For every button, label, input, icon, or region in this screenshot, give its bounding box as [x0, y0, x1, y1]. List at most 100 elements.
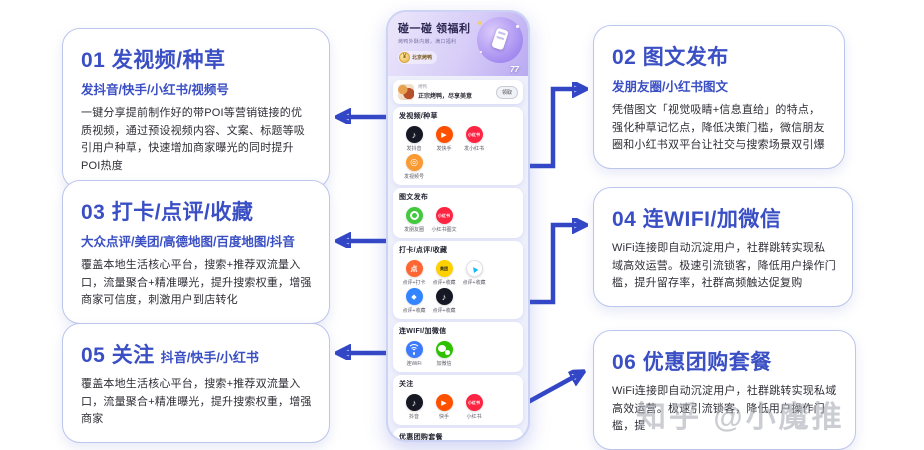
phone-section-title: 图文发布: [399, 194, 429, 201]
nfc-tap-illustration: [477, 17, 523, 63]
claim-button[interactable]: 领取: [495, 85, 518, 99]
app-item-wechat[interactable]: 加微信: [429, 341, 459, 367]
app-grid: 连WiFi 加微信: [399, 339, 517, 367]
app-item-label: 抖音: [408, 414, 419, 420]
promo-description: 正宗烤鸭，尽享美意: [418, 94, 473, 100]
callout-body: WiFi连接即自动沉淀用户，社群跳转实现私域高效运营。极速引流锁客，降低用户操作…: [612, 242, 836, 290]
promo-card[interactable]: 烤鸭 正宗烤鸭，尽享美意 领取: [393, 80, 523, 104]
app-item-label: 点评+打卡: [402, 280, 426, 286]
callout-04-wifi-wechat: 04 连WIFI/加微信 WiFi连接即自动沉淀用户，社群跳转实现私域高效运营。…: [593, 187, 853, 307]
app-item-dianping[interactable]: 点点评+打卡: [399, 260, 429, 286]
phone-header-subtitle: 烤鸭外酥内嫩，满口福利: [398, 39, 457, 45]
reward-badge[interactable]: ¥ 北京烤鸭: [398, 50, 438, 64]
callout-body: 一键分享提前制作好的带POI等营销链接的优质视频，通过预设视频内容、文案、标题等…: [81, 107, 305, 172]
callout-title: 04 连WIFI/加微信: [612, 203, 836, 233]
callout-body: WiFi连接即自动沉淀用户，社群跳转实现私域高效运营。极速引流锁客，降低用户操作…: [612, 385, 837, 433]
app-item-label: 发朋友圈: [403, 227, 424, 233]
phone-section-2: 图文发布发朋友圈小红书小红书图文: [393, 188, 523, 238]
gaode-icon: ▲: [465, 260, 483, 277]
app-item-label: 发快手: [436, 146, 452, 152]
phone-sections: 发视频/种草♪发抖音▶发快手小红书发小红书◎发视频号图文发布发朋友圈小红书小红书…: [388, 104, 528, 441]
callout-number: 05: [81, 344, 106, 367]
phone-mockup: 碰一碰 领福利 烤鸭外酥内嫩，满口福利 ¥ 北京烤鸭 77 烤鸭 正宗烤鸭，尽享…: [386, 10, 530, 442]
phone-header: 碰一碰 领福利 烤鸭外酥内嫩，满口福利 ¥ 北京烤鸭 77: [388, 12, 528, 76]
gold-coin-icon: ¥: [399, 51, 410, 63]
xiaohongshu-icon: 小红书: [435, 207, 453, 224]
app-item-label: 点评+收藏: [402, 308, 426, 314]
phone-section-title: 连WIFI/加微信: [399, 328, 447, 335]
wechat-bubbles-glyph: [438, 344, 450, 355]
app-item-kuaishou[interactable]: ▶发快手: [429, 126, 459, 152]
reward-badge-label: 北京烤鸭: [412, 54, 433, 61]
app-item-label: 发抖音: [406, 146, 422, 152]
callout-06-group-deal: 06 优惠团购套餐 WiFi连接即自动沉淀用户，社群跳转实现私域高效运营。极速引…: [593, 330, 856, 450]
phone-section-4: 连WIFI/加微信连WiFi 加微信: [393, 322, 523, 372]
phone-section-3: 打卡/点评/收藏点点评+打卡美团点评+收藏▲点评+收藏◆点评+收藏♪点评+收藏: [393, 241, 523, 319]
paper-plane-glyph: ▲: [467, 261, 481, 276]
shipinhao-icon: ◎: [405, 154, 423, 171]
callout-02-image-text-publish: 02 图文发布 发朋友圈/小红书图文 凭借图文「视觉吸睛+信息直给」的特点，强化…: [593, 25, 845, 169]
promo-tag: 烤鸭: [418, 84, 427, 89]
dianping-icon: 点: [405, 260, 423, 277]
app-item-label: 小红书: [466, 414, 482, 420]
app-item-label: 点评+收藏: [462, 280, 486, 286]
callout-01-video-seeding: 01 发视频/种草 发抖音/快手/小红书/视频号 一键分享提前制作好的带POI等…: [62, 28, 330, 190]
wifi-waves-glyph: [408, 344, 420, 355]
app-grid: 发朋友圈小红书小红书图文: [399, 205, 517, 233]
meituan-icon: 美团: [435, 260, 453, 277]
app-grid: 点点评+打卡美团点评+收藏▲点评+收藏◆点评+收藏♪点评+收藏: [399, 258, 517, 314]
callout-number: 03: [81, 201, 106, 224]
callout-title-text: 打卡/点评/收藏: [111, 201, 254, 224]
callout-title-text: 关注: [111, 344, 155, 367]
callout-subtitle: 大众点评/美团/高德地图/百度地图/抖音: [81, 235, 295, 249]
app-item-douyin[interactable]: ♪ 抖音: [399, 394, 429, 420]
app-item-label: 加微信: [436, 361, 452, 367]
phone-section-title: 优惠团购套餐: [399, 434, 443, 441]
app-item-wifi[interactable]: 连WiFi: [399, 341, 429, 367]
app-item-label: 小红书图文: [431, 227, 457, 233]
app-item-gaode[interactable]: ▲ 点评+收藏: [459, 260, 489, 286]
kuaishou-icon: ▶: [435, 394, 453, 411]
phone-section-1: 发视频/种草 ♪ 发抖音 ▶发快手小红书发小红书 ◎发视频号: [393, 107, 523, 185]
callout-title: 05 关注抖音/快手/小红书: [81, 339, 313, 369]
callout-title-text: 优惠团购套餐: [642, 351, 772, 374]
phone-section-5: 关注 ♪ 抖音 ▶快手小红书小红书: [393, 375, 523, 425]
callout-number: 04: [612, 208, 637, 231]
phone-section-title: 关注: [399, 381, 414, 388]
callout-number: 02: [612, 46, 637, 69]
app-item-label: 发小红书: [463, 146, 484, 152]
phone-section-title: 发视频/种草: [399, 113, 438, 120]
callout-05-follow: 05 关注抖音/快手/小红书 覆盖本地生活核心平台，搜索+推荐双流量入口，流量聚…: [62, 323, 330, 443]
callout-subtitle-inline: 抖音/快手/小红书: [160, 350, 259, 365]
wechat-icon: [435, 341, 453, 358]
app-item-meituan[interactable]: 美团点评+收藏: [429, 260, 459, 286]
callout-title-text: 发视频/种草: [111, 49, 226, 72]
app-item-shipinhao[interactable]: ◎发视频号: [399, 154, 429, 180]
app-item-kuaishou[interactable]: ▶快手: [429, 394, 459, 420]
app-item-douyin[interactable]: ♪点评+收藏: [429, 288, 459, 314]
moments-ring-glyph: [409, 211, 419, 220]
app-item-baidumap[interactable]: ◆ 点评+收藏: [399, 288, 429, 314]
watermark: 知乎 @小魔推: [636, 401, 845, 434]
app-item-douyin[interactable]: ♪ 发抖音: [399, 126, 429, 152]
douyin-icon: ♪: [405, 394, 423, 411]
callout-subtitle: 发抖音/快手/小红书/视频号: [81, 83, 229, 97]
app-item-label: 点评+收藏: [432, 308, 456, 314]
app-item-pengyouquan[interactable]: 发朋友圈: [399, 207, 429, 233]
callout-body: 覆盖本地生活核心平台，搜索+推荐双流量入口，流量聚合+精准曝光，提升搜索权重，增…: [81, 378, 312, 426]
douyin-icon: ♪: [405, 126, 423, 143]
baidumap-icon: ◆: [405, 288, 423, 305]
callout-title: 01 发视频/种草: [81, 44, 313, 74]
app-item-xiaohongshu[interactable]: 小红书小红书图文: [429, 207, 459, 233]
app-item-label: 点评+收藏: [432, 280, 456, 286]
app-item-label: 连WiFi: [406, 361, 422, 367]
callout-number: 06: [612, 351, 637, 374]
callout-title: 02 图文发布: [612, 41, 828, 71]
app-item-xiaohongshu[interactable]: 小红书小红书: [459, 394, 489, 420]
callout-number: 01: [81, 49, 106, 72]
app-item-xiaohongshu[interactable]: 小红书发小红书: [459, 126, 489, 152]
callout-subtitle: 发朋友圈/小红书图文: [612, 80, 728, 94]
callout-03-checkin-review-favorite: 03 打卡/点评/收藏 大众点评/美团/高德地图/百度地图/抖音 覆盖本地生活核…: [62, 180, 330, 324]
callout-body: 覆盖本地生活核心平台，搜索+推荐双流量入口，流量聚合+精准曝光，提升搜索权重，增…: [81, 259, 312, 307]
